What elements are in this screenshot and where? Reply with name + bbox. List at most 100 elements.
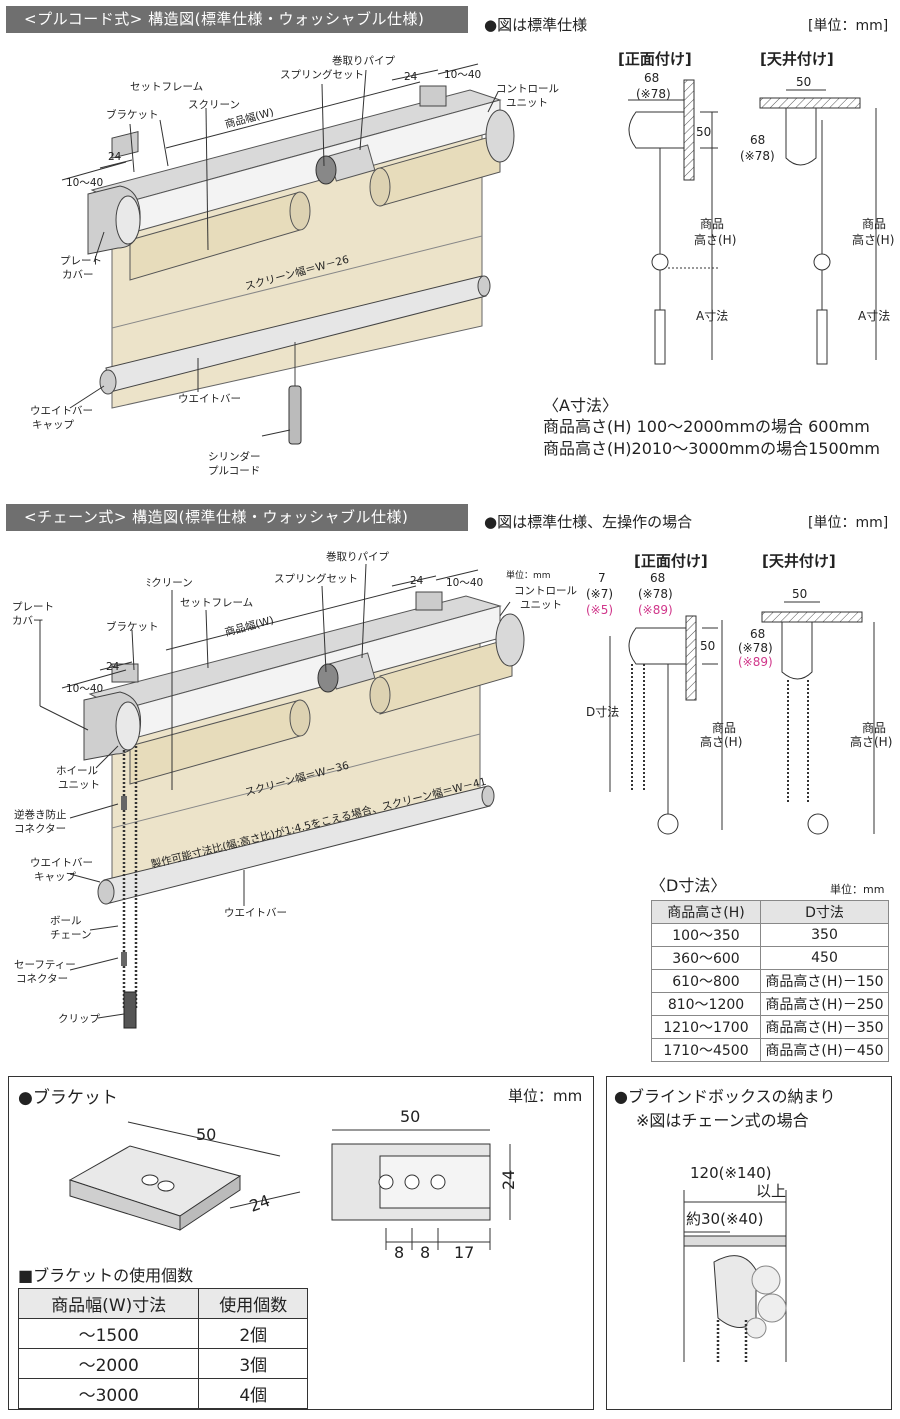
pull-label-set-frame: セットフレーム xyxy=(130,81,203,93)
pull-label-cylinder-1: シリンダー xyxy=(208,450,261,463)
bracket-plan-dim-50: 50 xyxy=(400,1107,420,1126)
chain-front-dim-68: 68 xyxy=(650,571,665,585)
bracket-table-cell: ～2000 xyxy=(17,1348,200,1379)
d-table-header: D寸法 xyxy=(760,900,889,924)
chain-unit: [単位：mm] xyxy=(808,515,889,531)
chain-wheel-unit xyxy=(115,701,141,751)
chain-ceiling-height-1: 商品 xyxy=(862,720,886,735)
chain-label-plate-cover-1: プレート xyxy=(12,601,54,613)
pull-label-plate-cover-2: カバー xyxy=(62,269,94,281)
chain-label-anti-reverse-2: コネクター xyxy=(14,823,66,835)
pull-ceiling-dim-68: 68 xyxy=(750,133,765,147)
a-dim-line-2: 商品高さ(H)2010～3000mmの場合1500mm xyxy=(543,439,881,458)
chain-ceiling-dim-89: (※89) xyxy=(738,655,773,669)
chain-clip xyxy=(123,991,137,1029)
pull-unit: [単位：mm] xyxy=(808,18,889,34)
chain-label-spring-set: スプリングセット xyxy=(274,572,358,585)
chain-label-dim-1040-right: 10～40 xyxy=(446,577,483,589)
pull-label-cylinder-2: プルコード xyxy=(208,465,260,477)
chain-label-bracket: ブラケット xyxy=(106,620,159,633)
pull-ceiling-height-2: 高さ(H) xyxy=(852,232,894,247)
bracket-table-cell: 2個 xyxy=(198,1318,308,1349)
chain-front-height-2: 高さ(H) xyxy=(700,734,742,749)
pull-label-dim-24-right: 24 xyxy=(404,71,418,83)
chain-label-anti-reverse-1: 逆巻き防止 xyxy=(14,808,67,821)
chain-label-control-unit-2: ユニット xyxy=(520,599,562,611)
chain-label-weight-bar: ウエイトバー xyxy=(224,907,287,919)
pull-label-control-unit-1: コントロール xyxy=(496,83,559,95)
chain-label-ball-chain-1: ボール xyxy=(50,915,82,927)
d-dim-unit: 単位：mm xyxy=(830,883,885,896)
pull-cylinder-cord xyxy=(288,385,302,445)
bracket-plan-dim-17: 17 xyxy=(454,1243,474,1260)
d-dim-title: 〈D寸法〉 xyxy=(650,876,727,895)
blind-box-dim-above: 以上 xyxy=(756,1182,786,1200)
chain-label-dim-24-right: 24 xyxy=(410,575,424,587)
pull-front-dim-68: 68 xyxy=(644,71,659,85)
bracket-plan-dim-8b: 8 xyxy=(420,1243,430,1260)
pull-front-height-1: 商品 xyxy=(700,216,724,231)
pull-label-spring-set: スプリングセット xyxy=(280,68,364,81)
chain-label-weight-bar-cap-1: ウエイトバー xyxy=(30,857,93,869)
chain-ceiling-height-2: 高さ(H) xyxy=(850,734,892,749)
chain-control-unit xyxy=(495,613,525,667)
bracket-drawings: 50 24 50 24 8 8 17 xyxy=(68,1107,518,1260)
chain-label-control-unit-1: コントロール xyxy=(514,585,577,597)
chain-label-plate-cover-2: カバー xyxy=(12,615,44,627)
chain-label-ball-chain-2: チェーン xyxy=(50,929,91,941)
chain-section-header: <チェーン式> 構造図(標準仕様・ウォッシャブル仕様) xyxy=(6,504,468,531)
chain-structure-diagram: 単位：mm プレート カバー ブラケット ﾐクリーン セットフレーム 商品幅(W… xyxy=(12,551,577,1029)
pull-structure-diagram: ブラケット セットフレーム スクリーン 商品幅(W) スプリングセット 巻取りパ… xyxy=(30,55,559,477)
blind-box-dim-30: 約30(※40) xyxy=(686,1210,763,1228)
chain-label-wheel-unit-2: ユニット xyxy=(58,779,100,791)
chain-weight-bar-cap xyxy=(97,879,115,905)
bracket-box xyxy=(8,1076,594,1410)
pull-label-dim-1040-left: 10～40 xyxy=(66,177,103,189)
pull-front-height-2: 高さ(H) xyxy=(694,232,736,247)
chain-standard-note: ●図は標準仕様、左操作の場合 xyxy=(484,513,693,531)
chain-front-dim-50: 50 xyxy=(700,639,715,653)
chain-label-dim-24-left: 24 xyxy=(106,661,120,673)
chain-front-dim-7: 7 xyxy=(598,571,606,585)
bracket-plan-dim-8a: 8 xyxy=(394,1243,404,1260)
chain-ceiling-title: [天井付け] xyxy=(762,552,836,570)
blind-box xyxy=(606,1076,892,1410)
chain-label-small-unit: 単位：mm xyxy=(506,569,551,581)
pull-front-title: [正面付け] xyxy=(618,50,692,68)
pull-front-dim-50: 50 xyxy=(696,125,711,139)
bracket-usage-title: ■ブラケットの使用個数 xyxy=(18,1266,194,1285)
chain-label-clip: クリップ xyxy=(58,1013,100,1025)
chain-label-winding-pipe: 巻取りパイプ xyxy=(326,551,389,563)
pull-spring-set xyxy=(315,155,337,185)
bracket-title: ●ブラケット xyxy=(18,1088,118,1108)
pull-ceiling-title: [天井付け] xyxy=(760,50,834,68)
chain-front-dim-5: (※5) xyxy=(586,603,613,617)
d-table-cell: 1210～1700 xyxy=(651,1015,761,1039)
chain-label-wheel-unit-1: ホイール xyxy=(56,765,98,777)
chain-label-product-width: 商品幅(W) xyxy=(223,613,275,639)
chain-label-weight-bar-cap-2: キャップ xyxy=(34,871,76,883)
bracket-table-header: 商品幅(W)寸法 xyxy=(17,1288,200,1319)
d-table-header: 商品高さ(H) xyxy=(651,900,761,924)
pull-ceiling-dim-50: 50 xyxy=(796,75,811,89)
bracket-table-cell: 4個 xyxy=(198,1378,308,1409)
bracket-plan-dim-24: 24 xyxy=(499,1170,518,1190)
chain-label-dim-1040-left: 10～40 xyxy=(66,683,103,695)
d-table-cell: 商品高さ(H)－150 xyxy=(760,969,889,993)
chain-side-view: [正面付け] [天井付け] 7 (※7) (※5) 68 (※78) (※89)… xyxy=(586,552,892,835)
chain-spring-set xyxy=(317,663,339,693)
d-table-cell: 610～800 xyxy=(651,969,761,993)
d-table-cell: 商品高さ(H)－250 xyxy=(760,992,889,1016)
a-dim-title: 〈A寸法〉 xyxy=(543,396,618,415)
pull-label-weight-bar-cap-2: キャップ xyxy=(32,419,74,431)
pull-ceiling-height-1: 商品 xyxy=(862,216,886,231)
pull-label-bracket: ブラケット xyxy=(106,108,159,121)
pull-label-weight-bar-cap-1: ウエイトバー xyxy=(30,405,93,417)
pull-label-winding-pipe: 巻取りパイプ xyxy=(332,55,395,67)
chain-ceiling-dim-68: 68 xyxy=(750,627,765,641)
pull-side-view: [正面付け] [天井付け] 68 (※78) 50 商品 高さ(H) A寸法 5… xyxy=(618,50,894,365)
chain-label-safety-2: コネクター xyxy=(16,973,68,985)
blind-box-subtitle: ※図はチェーン式の場合 xyxy=(636,1111,809,1130)
